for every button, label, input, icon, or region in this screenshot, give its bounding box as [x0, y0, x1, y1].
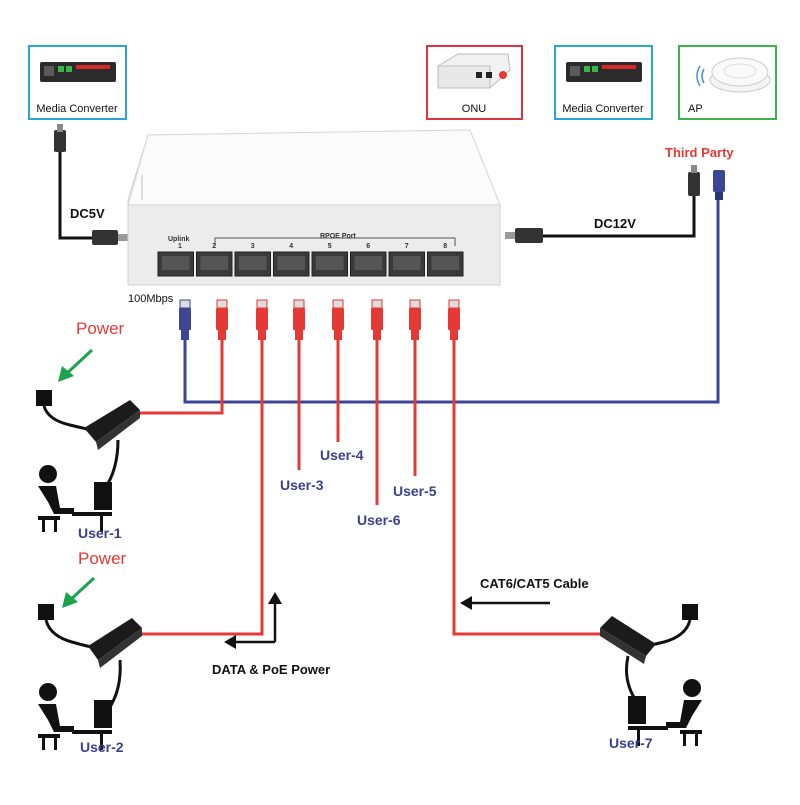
switch-port-6: 6: [350, 243, 387, 277]
onu-label: ONU: [462, 103, 487, 115]
user-5-label: User-5: [393, 483, 437, 499]
port-number-label: 3: [251, 243, 255, 250]
poe-switch: Uplink RPOE Port 1 2 3 4 5 6 7 8: [127, 129, 501, 286]
poe-splitter-user-7: [600, 604, 698, 707]
wifi-icon: [696, 65, 705, 87]
switch-port-3: 3: [234, 243, 271, 277]
rj45-plug-icon: [332, 299, 344, 340]
poe-splitter-user-2: [38, 604, 142, 711]
user-6-label: User-6: [357, 512, 401, 528]
onu-icon: [437, 53, 511, 89]
user-1-workstation-icon: [38, 465, 112, 532]
switch-port-7: 7: [388, 243, 425, 277]
port-number-label: 6: [366, 243, 370, 250]
third-party-label: Third Party: [665, 145, 734, 160]
user-3-label: User-3: [280, 477, 324, 493]
uplink-label: Uplink: [168, 236, 189, 243]
media-converter-left-label: Media Converter: [36, 103, 118, 115]
rj45-plug-icon: [293, 299, 305, 340]
switch-port-4: 4: [273, 243, 310, 277]
user-1-label: User-1: [78, 525, 122, 541]
power-label-2: Power: [78, 549, 127, 568]
onu-box: ONU: [426, 45, 523, 120]
data-poe-arrows: [224, 592, 282, 649]
rj45-plug-icon: [409, 299, 421, 340]
rj45-plug-icon: [179, 299, 191, 340]
power-label-1: Power: [76, 319, 125, 338]
dc12v-label: DC12V: [594, 216, 636, 231]
port-number-label: 7: [405, 243, 409, 250]
user-2-workstation-icon: [38, 683, 112, 750]
rpoe-port-label: RPOE Port: [320, 233, 356, 240]
port-number-label: 4: [289, 243, 293, 250]
cable-type-label: CAT6/CAT5 Cable: [480, 576, 589, 591]
rj45-plug-icon: [216, 299, 228, 340]
cable-user-2: [138, 340, 264, 636]
switch-port-5: 5: [311, 243, 348, 277]
rj45-plug-icon: [448, 299, 460, 340]
cable-user-7: [452, 340, 600, 636]
blue-uplink-cable: [183, 200, 720, 404]
third-party-blue-connector: [713, 170, 725, 200]
port-number-label: 2: [212, 243, 216, 250]
media-converter-left-box: Media Converter: [28, 45, 127, 120]
data-poe-label: DATA & PoE Power: [212, 662, 330, 677]
port-number-label: 5: [328, 243, 332, 250]
user-7-label: User-7: [609, 735, 653, 751]
rj45-plug-icon: [371, 299, 383, 340]
arrow-up-head: [268, 592, 282, 604]
access-point-icon: [709, 57, 771, 93]
dc5v-power-cable: [54, 124, 128, 245]
user-7-workstation-icon: [628, 679, 702, 746]
cable-user-1: [138, 340, 224, 415]
switch-port-row: 1 2 3 4 5 6 7 8: [157, 243, 464, 277]
switch-port-1: 1: [157, 243, 194, 277]
switch-port-8: 8: [427, 243, 464, 277]
media-converter-icon: [566, 62, 642, 82]
green-arrow-icon: [62, 576, 96, 608]
ap-label: AP: [688, 103, 703, 115]
media-converter-icon: [40, 62, 116, 82]
media-converter-right-box: Media Converter: [554, 45, 653, 120]
rj45-plugs: [179, 299, 460, 340]
port-number-label: 1: [178, 243, 182, 250]
switch-port-2: 2: [196, 243, 233, 277]
dc5v-label: DC5V: [70, 206, 105, 221]
media-converter-right-label: Media Converter: [562, 103, 644, 115]
network-cables: [138, 200, 720, 636]
user-2-label: User-2: [80, 739, 124, 755]
dc12v-power-cable: [505, 165, 700, 243]
arrow-left-head: [224, 635, 236, 649]
green-arrow-icon: [58, 348, 94, 382]
rj45-plug-icon: [256, 299, 268, 340]
port-number-label: 8: [443, 243, 447, 250]
ap-box: AP: [678, 45, 777, 120]
speed-label: 100Mbps: [128, 293, 174, 305]
user-4-label: User-4: [320, 447, 364, 463]
arrow-left-icon: [460, 596, 550, 610]
